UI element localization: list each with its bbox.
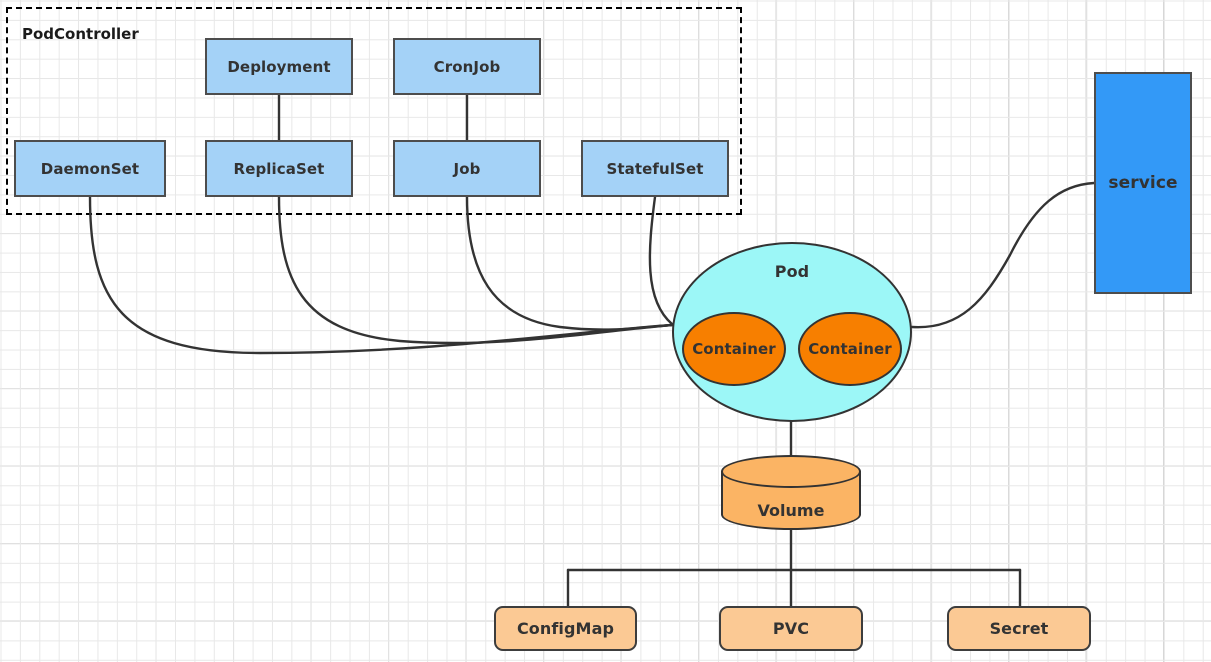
edge-daemonset-pod	[88, 195, 674, 355]
node-cronjob[interactable]: CronJob	[393, 38, 541, 95]
node-configmap[interactable]: ConfigMap	[494, 606, 637, 651]
node-secret-label: Secret	[989, 619, 1049, 638]
node-pod-label: Pod	[774, 262, 810, 281]
node-configmap-label: ConfigMap	[516, 619, 615, 638]
node-service-label: service	[1108, 173, 1178, 193]
node-container-1-label: Container	[692, 340, 776, 358]
edge-pod-service	[910, 181, 1096, 329]
edge-job-pod	[465, 195, 674, 331]
node-pvc-label: PVC	[772, 619, 810, 638]
podcontroller-group-label: PodController	[22, 25, 139, 43]
node-service[interactable]: service	[1094, 72, 1192, 294]
node-job[interactable]: Job	[393, 140, 541, 197]
node-container-1[interactable]: Container	[682, 312, 786, 386]
node-container-2[interactable]: Container	[798, 312, 902, 386]
node-statefulset-label: StatefulSet	[606, 159, 704, 178]
node-container-2-label: Container	[808, 340, 892, 358]
node-statefulset[interactable]: StatefulSet	[581, 140, 729, 197]
volume-cylinder-top	[721, 455, 861, 488]
edge-replicaset-pod	[277, 195, 674, 345]
node-cronjob-label: CronJob	[433, 57, 501, 76]
node-deployment-label: Deployment	[227, 57, 331, 76]
node-pvc[interactable]: PVC	[719, 606, 863, 651]
node-secret[interactable]: Secret	[947, 606, 1091, 651]
node-replicaset-label: ReplicaSet	[233, 159, 325, 178]
node-daemonset[interactable]: DaemonSet	[14, 140, 166, 197]
node-daemonset-label: DaemonSet	[40, 159, 140, 178]
edge-statefulset-pod	[648, 195, 674, 326]
node-deployment[interactable]: Deployment	[205, 38, 353, 95]
node-volume[interactable]: Volume	[721, 455, 861, 530]
node-replicaset[interactable]: ReplicaSet	[205, 140, 353, 197]
node-volume-label: Volume	[757, 501, 825, 520]
node-job-label: Job	[453, 159, 481, 178]
